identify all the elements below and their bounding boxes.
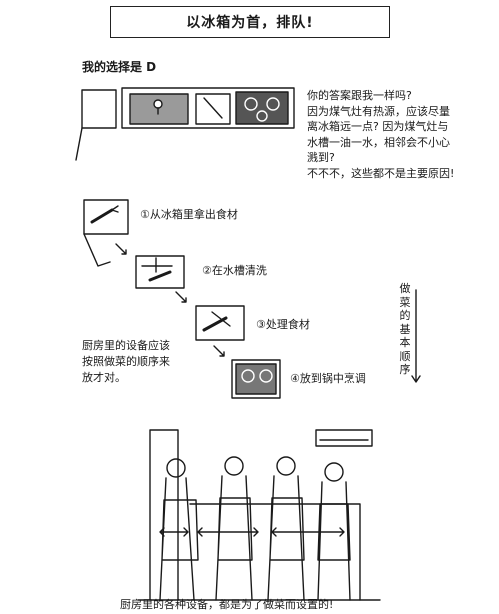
side-note-line: 厨房里的设备应该 (82, 339, 170, 352)
note-line: 溅到? (307, 151, 335, 164)
side-note-line: 按照做菜的顺序来 (82, 355, 170, 368)
answer-note: 你的答案跟我一样吗? 因为煤气灶有热源，应该尽量 离冰箱远一点? 因为煤气灶与 … (307, 88, 492, 181)
side-note: 厨房里的设备应该 按照做菜的顺序来 放才对。 (82, 338, 192, 386)
title-text: 以冰箱为首，排队! (186, 15, 314, 31)
step4-stove (231, 359, 281, 399)
step3-cutting (195, 305, 245, 341)
side-note-line: 放才对。 (82, 371, 126, 384)
step2-sink (135, 255, 185, 289)
vertical-sequence-label: 做菜的基本顺序 (399, 282, 411, 376)
note-line: 离冰箱远一点? 因为煤气灶与 (307, 120, 449, 133)
step-2-label: ②在水槽清洗 (202, 264, 267, 277)
note-line: 你的答案跟我一样吗? (307, 89, 412, 102)
note-line: 因为煤气灶有热源，应该尽量 (307, 104, 450, 118)
step-1-label: ①从冰箱里拿出食材 (140, 208, 238, 221)
note-line: 水槽一油一水，相邻会不小心 (307, 135, 450, 149)
note-line: 不不不，这些都不是主要原因! (307, 166, 455, 180)
kitchen-scene (137, 429, 381, 601)
step-4-label: ④放到锅中烹调 (290, 372, 366, 385)
bottom-caption: 厨房里的各种设备，都是为了做菜而设置的! (120, 598, 334, 611)
step1-fridge (83, 199, 129, 267)
page-title: 以冰箱为首，排队! (110, 6, 390, 38)
kitchen-layout-plan (75, 87, 295, 161)
choice-label: 我的选择是 D (82, 60, 157, 74)
step-3-label: ③处理食材 (256, 318, 310, 331)
flow-arrows (115, 243, 421, 537)
